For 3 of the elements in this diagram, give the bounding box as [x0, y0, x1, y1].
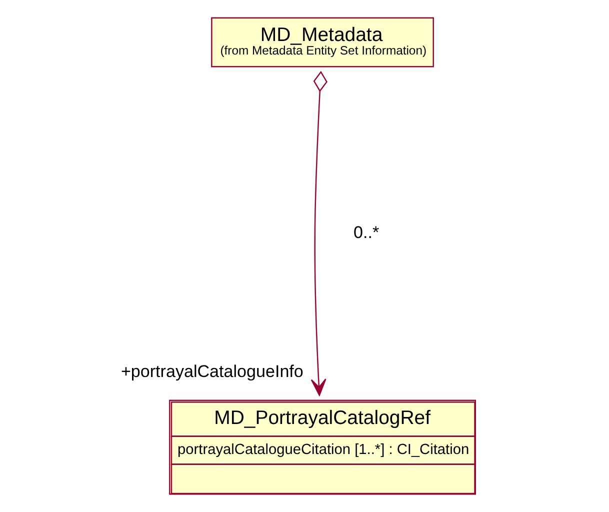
edge-label: +portrayalCatalogueInfo [120, 362, 304, 381]
label: 0..* [354, 222, 380, 242]
arrow [310, 70, 328, 396]
